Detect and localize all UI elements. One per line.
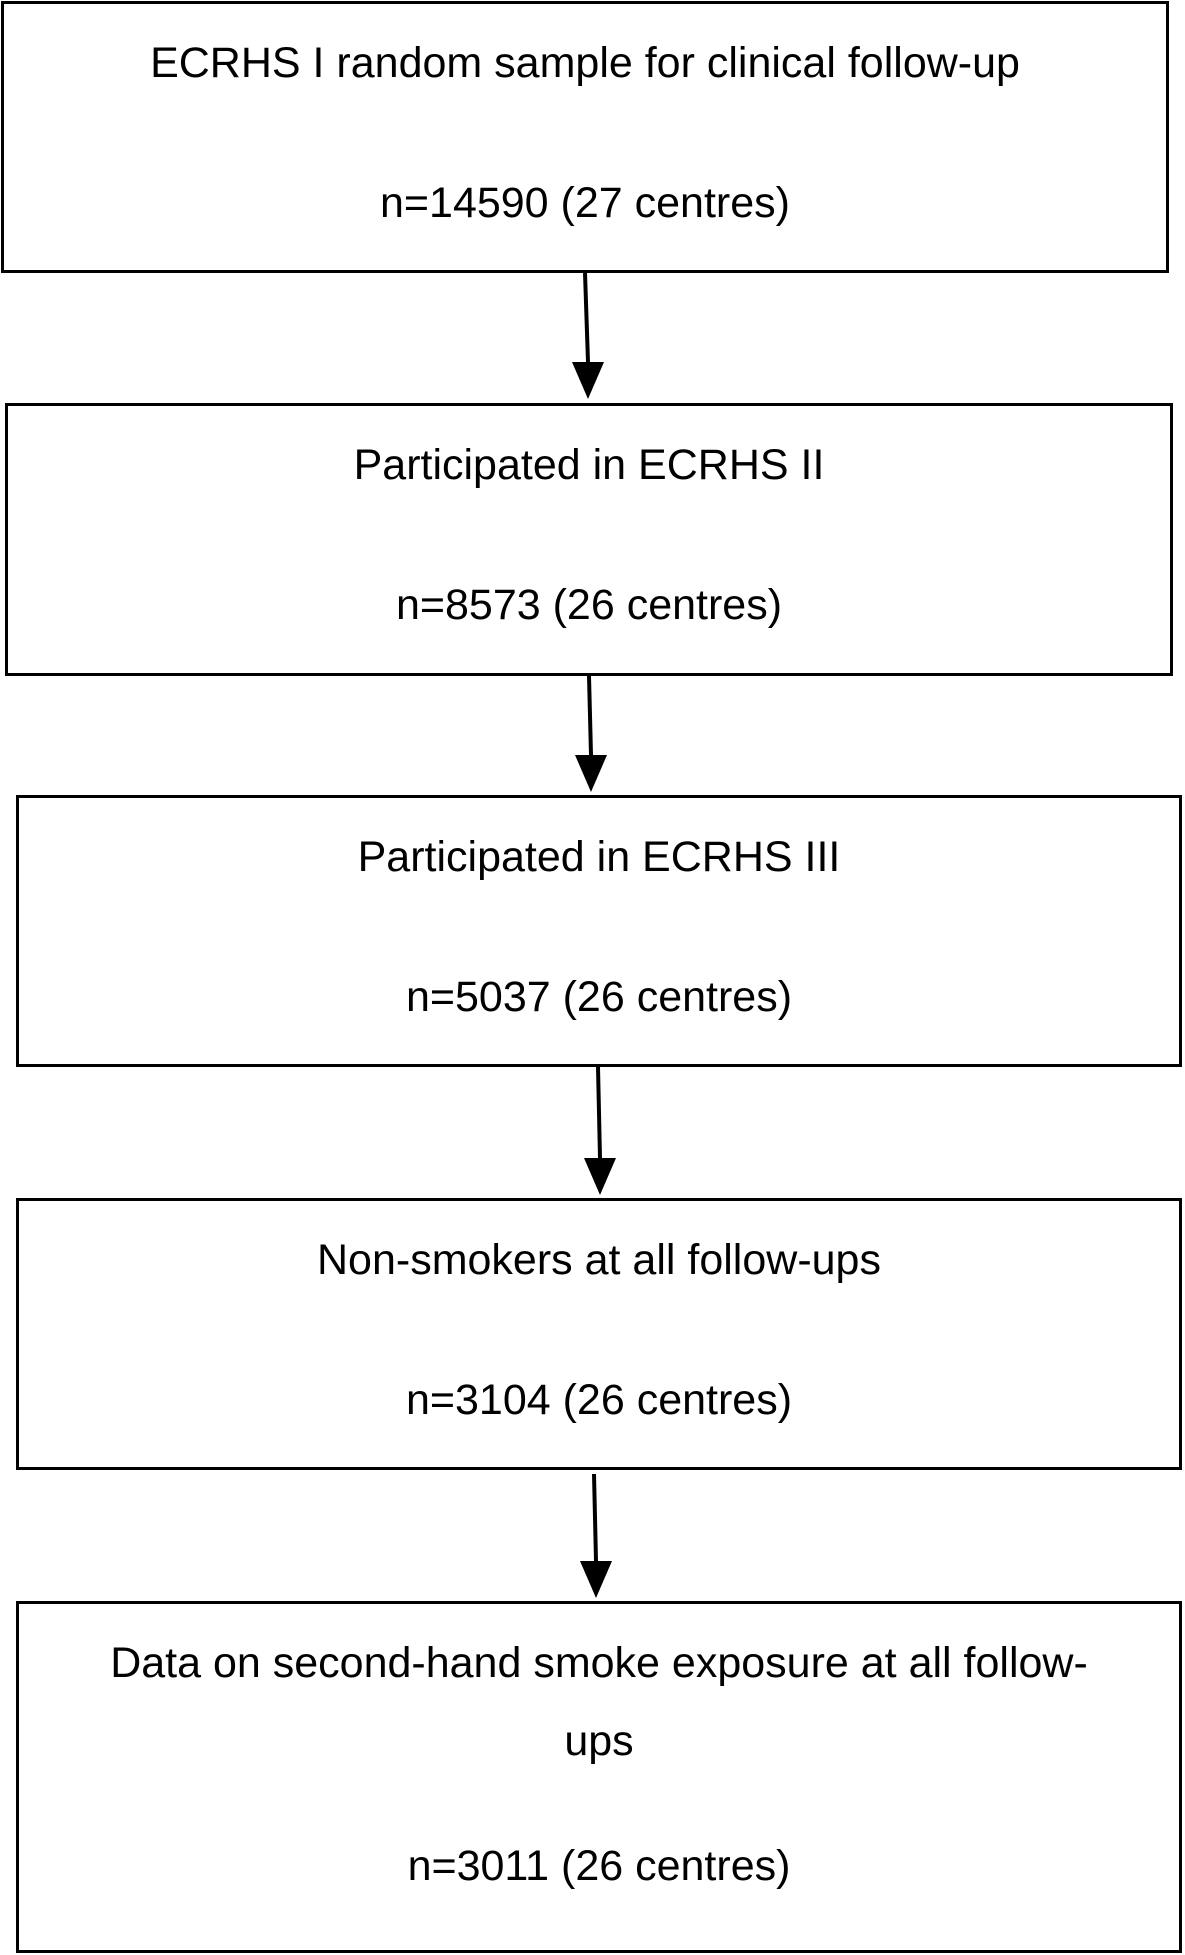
box-count: n=3011 (26 centres): [407, 1842, 791, 1890]
arrow-3-to-4: [584, 1066, 616, 1195]
arrow-4-to-5: [580, 1473, 612, 1598]
box-count: n=14590 (27 centres): [380, 179, 790, 227]
box-label: Participated in ECRHS III: [357, 833, 841, 881]
box-label: Non-smokers at all follow-ups: [317, 1236, 881, 1284]
flow-box-ecrhs-ii-participants: Participated in ECRHS II n=8573 (26 cent…: [5, 403, 1173, 676]
arrow-1-to-2: [572, 272, 604, 399]
box-count: n=5037 (26 centres): [405, 973, 793, 1021]
box-count: n=3104 (26 centres): [405, 1376, 793, 1424]
arrow-2-to-3: [575, 675, 607, 792]
flow-box-shs-exposure-data: Data on second-hand smoke exposure at al…: [16, 1601, 1182, 1953]
box-label: ECRHS I random sample for clinical follo…: [150, 39, 1020, 87]
flow-box-ecrhs-i-sample: ECRHS I random sample for clinical follo…: [1, 1, 1169, 273]
box-label: Data on second-hand smoke exposure at al…: [110, 1639, 1088, 1765]
flow-box-ecrhs-iii-participants: Participated in ECRHS III n=5037 (26 cen…: [16, 795, 1182, 1067]
flow-box-non-smokers: Non-smokers at all follow-ups n=3104 (26…: [16, 1198, 1182, 1470]
box-count: n=8573 (26 centres): [395, 581, 783, 629]
box-label: Participated in ECRHS II: [353, 441, 825, 489]
